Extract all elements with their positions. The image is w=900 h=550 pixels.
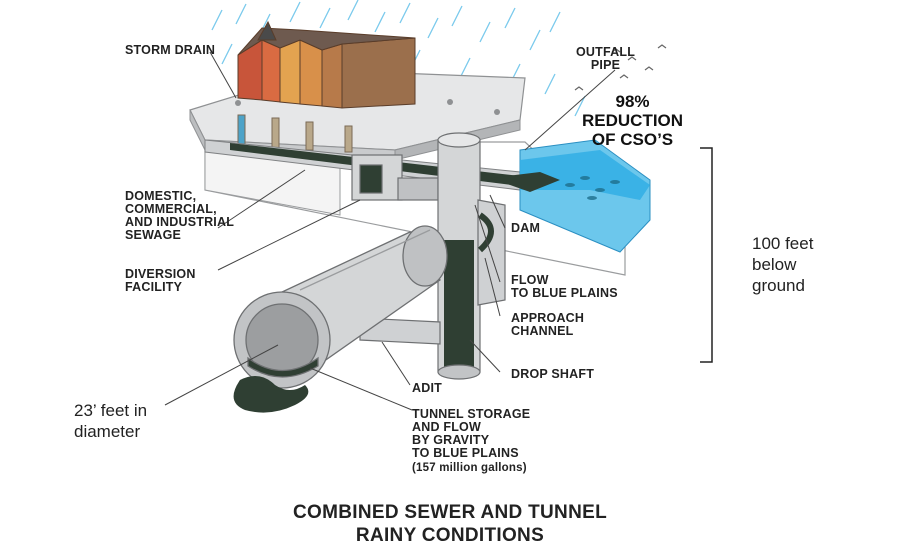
label-approach-channel: APPROACH CHANNEL (511, 312, 584, 338)
title-line-1: COMBINED SEWER AND TUNNEL (0, 500, 900, 525)
label-diameter: 23’ feet in diameter (74, 400, 147, 442)
buildings (238, 22, 415, 108)
approach-channel (478, 200, 505, 305)
label-adit: ADIT (412, 382, 442, 395)
label-depth: 100 feet below ground (752, 233, 813, 296)
label-storm-drain: STORM DRAIN (125, 44, 215, 57)
depth-bracket (700, 148, 712, 362)
label-flow-blue-plains: FLOW TO BLUE PLAINS (511, 274, 618, 300)
title-line-2: RAINY CONDITIONS (0, 523, 900, 548)
label-tunnel-storage: TUNNEL STORAGE AND FLOW BY GRAVITY TO BL… (412, 408, 530, 460)
tunnel (234, 226, 447, 388)
label-dam: DAM (511, 222, 540, 235)
label-outfall-pipe: OUTFALL PIPE (576, 46, 635, 72)
label-cso-reduction: 98% REDUCTION OF CSO’S (582, 92, 683, 149)
label-tunnel-volume: (157 million gallons) (412, 462, 527, 475)
label-sewage: DOMESTIC, COMMERCIAL, AND INDUSTRIAL SEW… (125, 190, 234, 242)
label-drop-shaft: DROP SHAFT (511, 368, 594, 381)
label-diversion-facility: DIVERSION FACILITY (125, 268, 196, 294)
